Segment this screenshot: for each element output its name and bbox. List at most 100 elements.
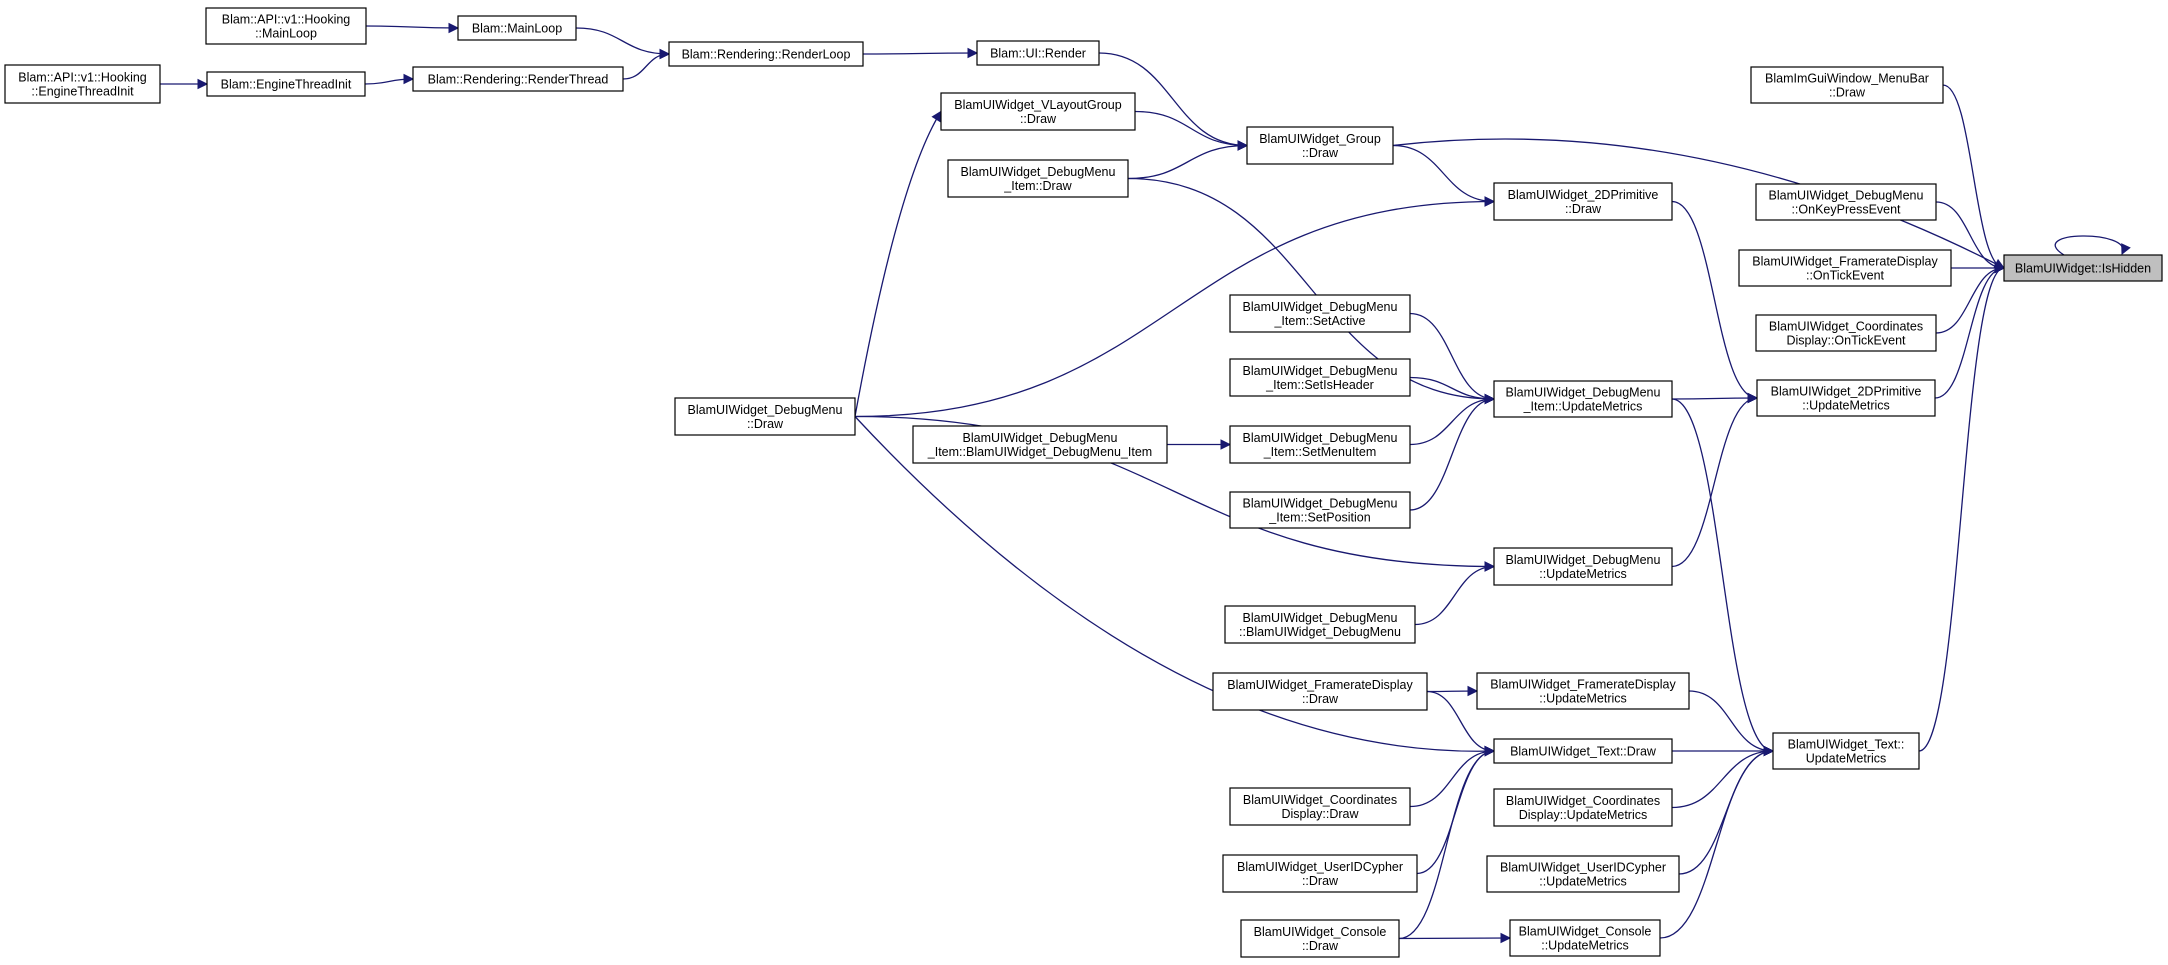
node-2dp-um[interactable]: BlamUIWidget_2DPrimitive::UpdateMetrics: [1756, 379, 1936, 417]
node-box: [976, 40, 1100, 66]
node-hook-mainloop[interactable]: Blam::API::v1::Hooking::MainLoop: [205, 7, 367, 45]
edge-arrowhead: [1484, 393, 1496, 405]
node-label: Blam::Rendering::RenderThread: [428, 73, 609, 87]
node-label: ::Draw: [1565, 202, 1602, 216]
node-box: [947, 159, 1129, 198]
edge-cd_draw-to-text_draw: [1409, 750, 1495, 808]
node-box: [1229, 294, 1411, 333]
node-fr-draw[interactable]: BlamUIWidget_FramerateDisplay::Draw: [1212, 672, 1428, 711]
node-renderthread[interactable]: Blam::Rendering::RenderThread: [412, 66, 624, 92]
node-box: [412, 66, 624, 92]
node-label: _Item::BlamUIWidget_DebugMenu_Item: [927, 445, 1152, 459]
node-text-um[interactable]: BlamUIWidget_Text::UpdateMetrics: [1772, 732, 1920, 770]
node-box: [1493, 788, 1673, 827]
node-label: BlamUIWidget_DebugMenu: [1243, 364, 1398, 378]
edge-arrowhead: [2121, 243, 2131, 256]
node-label: BlamUIWidget_DebugMenu: [1769, 189, 1924, 203]
edge-dm_um-to-2dp_um: [1671, 397, 1758, 568]
node-label: BlamUIWidget_Group: [1259, 132, 1381, 146]
edge-renderloop-to-ui_render: [862, 52, 978, 55]
node-label: BlamUIWidget_Coordinates: [1506, 794, 1660, 808]
node-fr-um[interactable]: BlamUIWidget_FramerateDisplay::UpdateMet…: [1476, 672, 1690, 710]
node-box: [1229, 787, 1411, 826]
node-label: Blam::Rendering::RenderLoop: [682, 48, 851, 62]
node-label: BlamUIWidget_FramerateDisplay: [1490, 678, 1676, 692]
node-box: [457, 15, 577, 41]
node-vlg-draw[interactable]: BlamUIWidget_VLayoutGroup::Draw: [940, 92, 1136, 131]
node-con-draw[interactable]: BlamUIWidget_Console::Draw: [1240, 919, 1400, 958]
node-box: [1738, 249, 1952, 287]
node-text-draw[interactable]: BlamUIWidget_Text::Draw: [1493, 738, 1673, 764]
node-dmi-setactive[interactable]: BlamUIWidget_DebugMenu_Item::SetActive: [1229, 294, 1411, 333]
node-label: BlamUIWidget_DebugMenu: [1243, 497, 1398, 511]
node-dmi-ctor[interactable]: BlamUIWidget_DebugMenu_Item::BlamUIWidge…: [912, 425, 1168, 464]
node-mainloop[interactable]: Blam::MainLoop: [457, 15, 577, 41]
node-label: _Item::UpdateMetrics: [1523, 400, 1643, 414]
node-label: BlamImGuiWindow_MenuBar: [1765, 72, 1929, 86]
node-renderloop[interactable]: Blam::Rendering::RenderLoop: [668, 41, 864, 67]
node-label: BlamUIWidget_DebugMenu: [688, 403, 843, 417]
node-label: BlamUIWidget_Coordinates: [1243, 793, 1397, 807]
edge-dmi_draw-to-group_draw: [1127, 144, 1248, 180]
node-uid-um[interactable]: BlamUIWidget_UserIDCypher::UpdateMetrics: [1486, 855, 1680, 893]
edge-hook_mainloop-to-mainloop: [365, 25, 459, 29]
node-menubar[interactable]: BlamImGuiWindow_MenuBar::Draw: [1750, 66, 1944, 104]
node-hook-eti[interactable]: Blam::API::v1::Hooking::EngineThreadInit: [4, 64, 161, 104]
node-enginethreadinit[interactable]: Blam::EngineThreadInit: [206, 71, 366, 97]
node-box: [1229, 491, 1411, 529]
edge-arrowhead: [1747, 392, 1759, 404]
node-label: ::Draw: [1302, 146, 1339, 160]
call-edges: [160, 22, 2131, 944]
node-label: BlamUIWidget::IsHidden: [2015, 262, 2151, 276]
edge-dm_draw-to-dm_um: [854, 415, 1495, 568]
node-2dp-draw[interactable]: BlamUIWidget_2DPrimitive::Draw: [1493, 182, 1673, 221]
edge-fr_um-to-text_um: [1688, 690, 1774, 752]
node-label: BlamUIWidget_DebugMenu: [963, 431, 1118, 445]
node-label: Display::Draw: [1281, 807, 1359, 821]
node-label: Display::UpdateMetrics: [1519, 808, 1648, 822]
edge-dm_onkey-to-ishidden: [1935, 201, 2005, 269]
node-dmi-um[interactable]: BlamUIWidget_DebugMenu_Item::UpdateMetri…: [1493, 380, 1673, 418]
node-dm-draw[interactable]: BlamUIWidget_DebugMenu::Draw: [674, 397, 856, 436]
node-label: ::UpdateMetrics: [1802, 399, 1890, 413]
node-cd-ontick[interactable]: BlamUIWidget_CoordinatesDisplay::OnTickE…: [1755, 314, 1937, 352]
node-dmi-setposition[interactable]: BlamUIWidget_DebugMenu_Item::SetPosition: [1229, 491, 1411, 529]
edge-dmi_setmenuitem-to-dmi_um: [1409, 398, 1495, 446]
node-con-um[interactable]: BlamUIWidget_Console::UpdateMetrics: [1509, 919, 1661, 957]
node-ishidden[interactable]: BlamUIWidget::IsHidden: [2003, 254, 2163, 282]
node-group-draw[interactable]: BlamUIWidget_Group::Draw: [1246, 126, 1394, 165]
node-dmi-draw[interactable]: BlamUIWidget_DebugMenu_Item::Draw: [947, 159, 1129, 198]
node-box: [1240, 919, 1400, 958]
node-dmi-setisheader[interactable]: BlamUIWidget_DebugMenu_Item::SetIsHeader: [1229, 358, 1411, 397]
node-label: ::UpdateMetrics: [1541, 939, 1629, 953]
edge-dm_draw-to-vlg_draw: [854, 111, 942, 417]
edge-arrowhead: [1467, 685, 1479, 697]
node-dmi-setmenuitem[interactable]: BlamUIWidget_DebugMenu_Item::SetMenuItem: [1229, 425, 1411, 464]
node-label: BlamUIWidget_Console: [1254, 925, 1387, 939]
node-ui-render[interactable]: Blam::UI::Render: [976, 40, 1100, 66]
node-label: _Item::SetActive: [1273, 314, 1365, 328]
node-label: BlamUIWidget_DebugMenu: [961, 165, 1116, 179]
node-fr-ontick[interactable]: BlamUIWidget_FramerateDisplay::OnTickEve…: [1738, 249, 1952, 287]
edge-arrowhead: [967, 47, 979, 59]
node-label: BlamUIWidget_Console: [1519, 925, 1652, 939]
edge-arrowhead: [1484, 196, 1496, 207]
node-label: BlamUIWidget_FramerateDisplay: [1227, 678, 1413, 692]
edge-dmi_setisheader-to-dmi_um: [1409, 376, 1495, 400]
node-dm-ctor[interactable]: BlamUIWidget_DebugMenu::BlamUIWidget_Deb…: [1224, 605, 1416, 644]
node-dm-onkey[interactable]: BlamUIWidget_DebugMenu::OnKeyPressEvent: [1755, 183, 1937, 221]
node-box: [206, 71, 366, 97]
node-box: [1486, 855, 1680, 893]
node-box: [1755, 183, 1937, 221]
edge-2dp_draw-to-2dp_um: [1671, 200, 1758, 399]
edge-arrowhead: [1484, 561, 1496, 572]
node-cd-um[interactable]: BlamUIWidget_CoordinatesDisplay::UpdateM…: [1493, 788, 1673, 827]
node-box: [1750, 66, 1944, 104]
node-uid-draw[interactable]: BlamUIWidget_UserIDCypher::Draw: [1222, 854, 1418, 893]
node-box: [668, 41, 864, 67]
edge-dm_draw-to-text_draw: [854, 416, 1495, 752]
node-label: BlamUIWidget_FramerateDisplay: [1752, 255, 1938, 269]
node-label: BlamUIWidget_DebugMenu: [1506, 386, 1661, 400]
node-dm-um[interactable]: BlamUIWidget_DebugMenu::UpdateMetrics: [1493, 547, 1673, 586]
